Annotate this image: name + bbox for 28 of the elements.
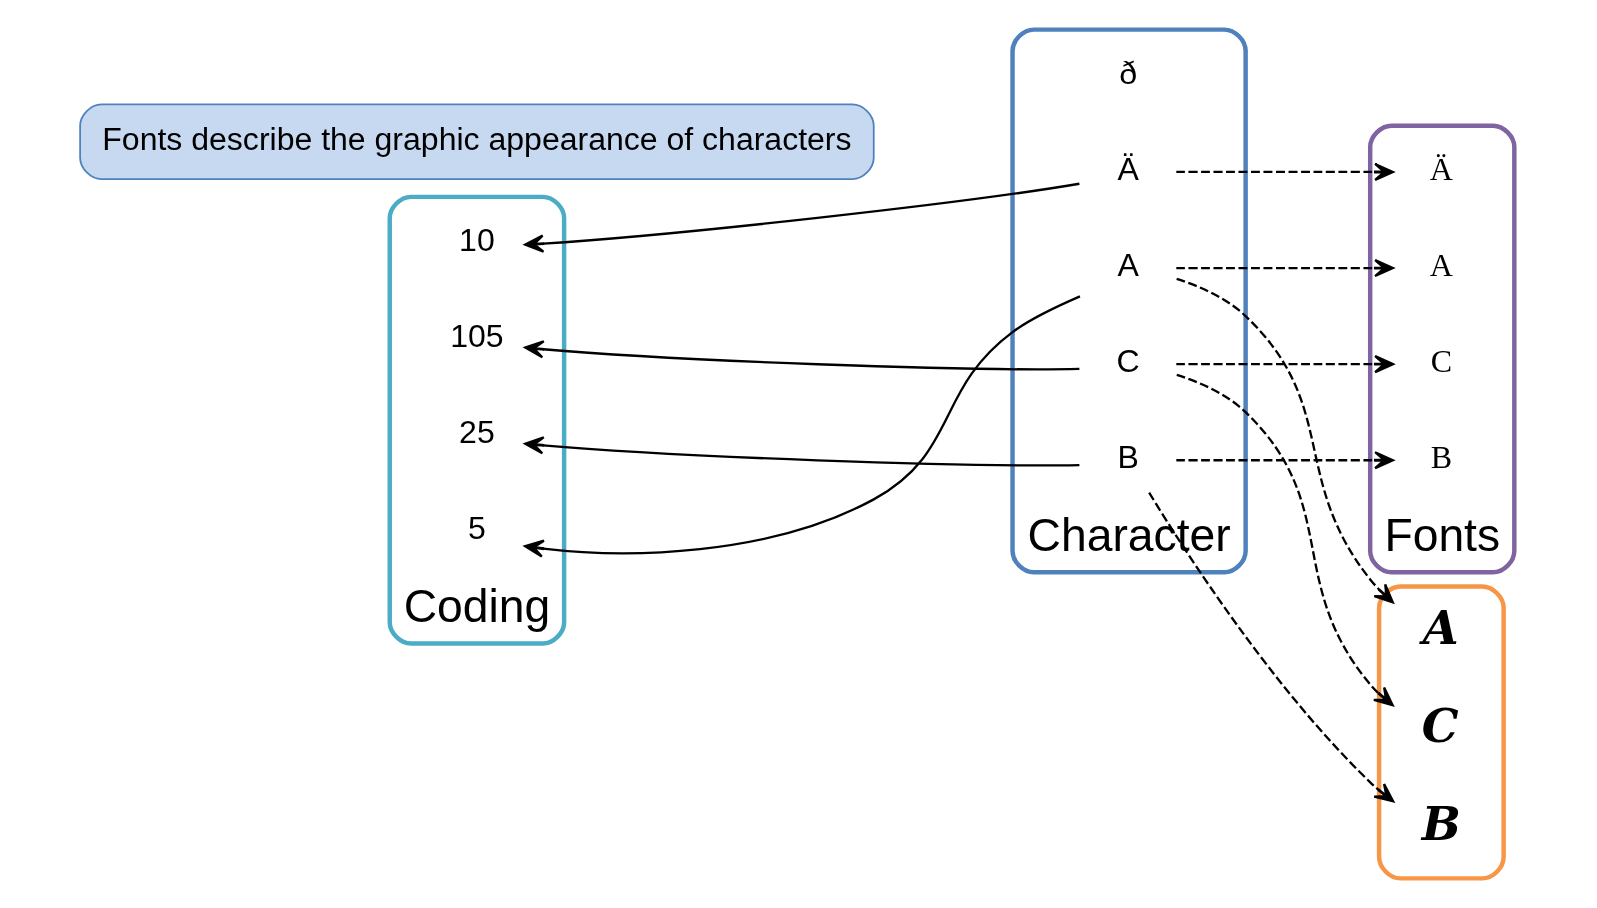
node-text: 105 bbox=[449, 318, 504, 355]
node-box: Fonts describe the graphic appearance of characters bbox=[78, 103, 875, 180]
arrow bbox=[1175, 451, 1394, 470]
node-text: Ä bbox=[1117, 150, 1139, 187]
node-text: B bbox=[1421, 796, 1461, 851]
node-text: 5 bbox=[467, 510, 486, 547]
arrow bbox=[1147, 492, 1394, 803]
arrow bbox=[1175, 162, 1394, 182]
node-text: B bbox=[1117, 439, 1139, 476]
arrow bbox=[1175, 373, 1394, 707]
node-text: C bbox=[1116, 342, 1140, 379]
node-text: B bbox=[1430, 439, 1452, 476]
node-text: A bbox=[1117, 246, 1139, 283]
arrow bbox=[523, 340, 1079, 371]
node-text: 10 bbox=[458, 221, 495, 258]
node-text: ð bbox=[1118, 54, 1137, 91]
arrow bbox=[1175, 277, 1394, 604]
node-text: 25 bbox=[458, 414, 495, 451]
node-text: Ä bbox=[1429, 150, 1453, 187]
arrow bbox=[1175, 258, 1394, 278]
arrow bbox=[523, 295, 1080, 558]
node-text: C bbox=[1430, 342, 1452, 379]
node-text: A bbox=[1429, 246, 1453, 283]
arrow bbox=[1175, 354, 1394, 374]
arrow bbox=[523, 436, 1079, 467]
cluster bbox=[1376, 584, 1506, 881]
node-text: C bbox=[1421, 698, 1459, 753]
arrow bbox=[523, 182, 1080, 253]
